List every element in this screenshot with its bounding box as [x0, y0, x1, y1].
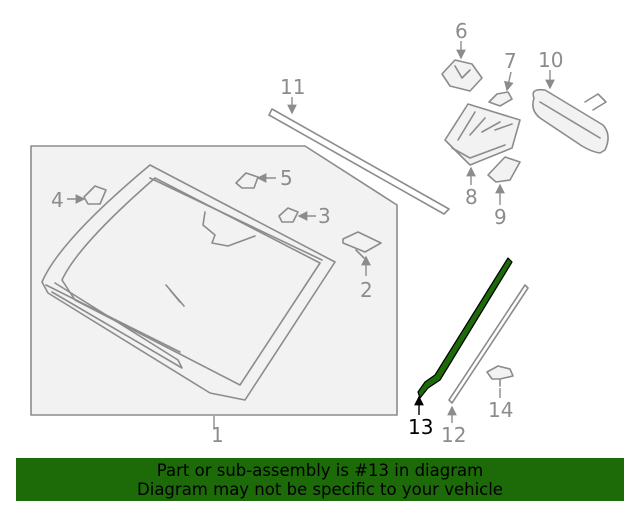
- banner-line-disclaimer: Diagram may not be specific to your vehi…: [137, 480, 503, 499]
- part-7-clip[interactable]: [488, 91, 513, 107]
- callout-8: 8: [465, 185, 478, 209]
- part-12-side-strip[interactable]: [448, 284, 529, 404]
- callout-12: 12: [441, 423, 466, 447]
- callout-13: 13: [408, 415, 433, 439]
- windshield-glass[interactable]: [41, 164, 336, 401]
- part-6-cover[interactable]: [441, 59, 483, 92]
- part-8-mount-bracket[interactable]: [444, 103, 521, 166]
- callout-leaders: [67, 41, 555, 428]
- part-3-clip[interactable]: [278, 207, 299, 223]
- callout-11: 11: [280, 75, 305, 99]
- callout-9: 9: [494, 205, 507, 229]
- callout-1: 1: [211, 423, 224, 447]
- part-5-clip[interactable]: [235, 172, 259, 189]
- info-banner: Part or sub-assembly is #13 in diagram D…: [16, 458, 624, 501]
- callout-7: 7: [504, 49, 517, 73]
- windshield-assembly-panel[interactable]: [30, 145, 398, 416]
- callout-10: 10: [538, 48, 563, 72]
- callout-6: 6: [455, 19, 468, 43]
- callout-2: 2: [360, 278, 373, 302]
- banner-line-part: Part or sub-assembly is #13 in diagram: [156, 461, 484, 480]
- part-13-molding-highlighted[interactable]: [417, 257, 513, 399]
- part-4-clip[interactable]: [83, 185, 107, 205]
- part-14-clip[interactable]: [486, 365, 514, 387]
- part-9-bracket[interactable]: [487, 156, 521, 183]
- callout-3: 3: [318, 204, 331, 228]
- callout-5: 5: [280, 166, 293, 190]
- part-11-molding[interactable]: [268, 108, 450, 215]
- part-10-mirror[interactable]: [532, 88, 609, 154]
- parts-diagram: 1 2 3 4 5 6 7 8 9 10 11 12 13 14: [30, 19, 609, 447]
- callout-14: 14: [488, 398, 513, 422]
- callout-4: 4: [51, 188, 64, 212]
